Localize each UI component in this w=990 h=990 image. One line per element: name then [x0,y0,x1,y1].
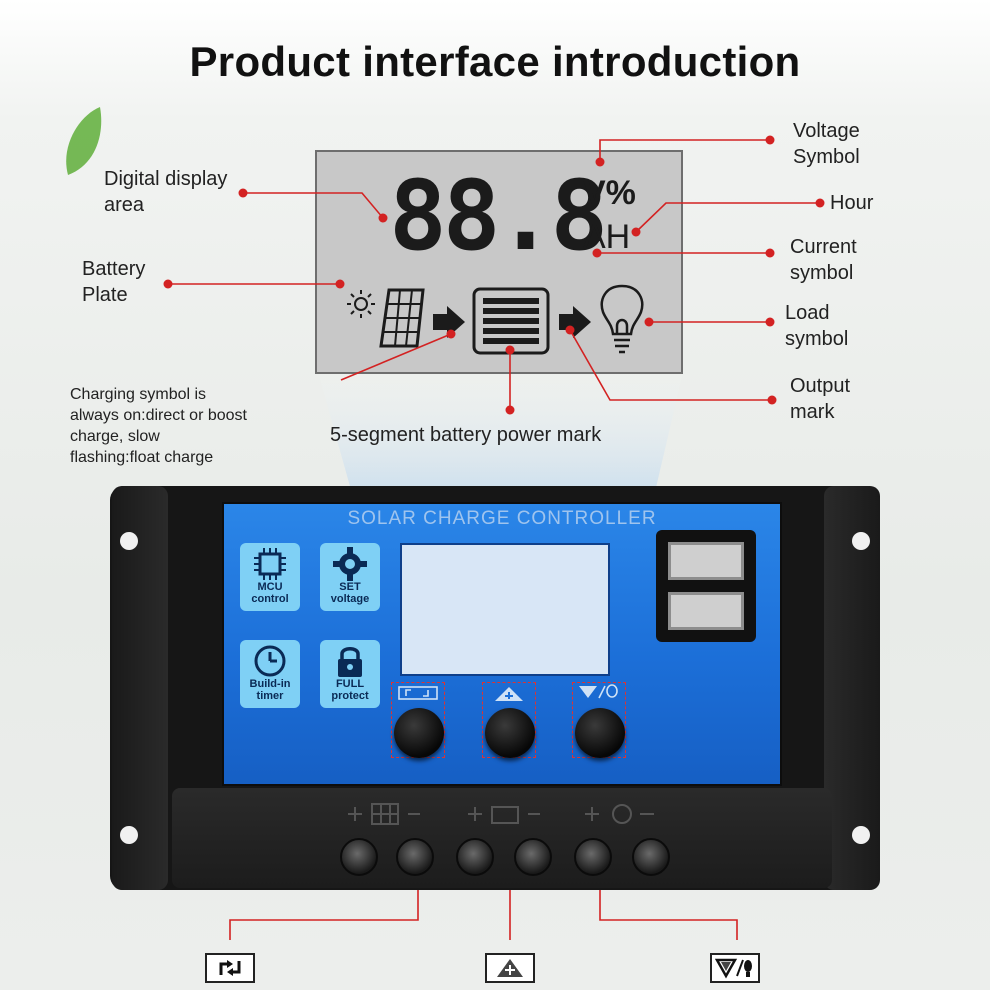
usb-port[interactable] [668,542,744,580]
amp-hour-symbol: AH [583,218,631,256]
mount-hole [120,826,138,844]
solar-panel-icon [347,288,425,348]
mount-hole [120,532,138,550]
device-name: SOLAR CHARGE CONTROLLER [347,508,657,529]
feature-build-in-timer: Build-in timer [240,640,300,708]
terminal-block [172,788,832,888]
voltage-percent-symbol: V% [583,174,636,212]
label-battery-power-mark: 5-segment battery power mark [330,424,602,446]
charge-arrow-icon [433,306,465,338]
terminal-screw[interactable] [574,838,612,876]
terminal-screw[interactable] [456,838,494,876]
leaf-decoration [66,107,102,175]
gear-icon [333,547,367,581]
terminal-screw[interactable] [514,838,552,876]
down-load-icon [579,684,618,699]
device-lcd-window [400,543,610,676]
feature-bottom-text: control [251,593,289,605]
terminal-screw[interactable] [632,838,670,876]
feature-set-voltage: SET voltage [320,543,380,611]
chip-icon [254,548,286,580]
up-legend-icon [485,953,535,983]
up-button[interactable] [485,708,535,758]
page-title: Product interface introduction [189,38,801,85]
feature-full-protect: FULL protect [320,640,380,708]
lock-icon [338,647,362,677]
terminal-screw[interactable] [340,838,378,876]
up-increase-icon [495,687,523,701]
down-load-button[interactable] [575,708,625,758]
terminal-markings [348,803,654,825]
feature-mcu-control: MCU control [240,543,300,611]
label-digital-display: Digital display area [104,168,228,216]
feature-bottom-text: timer [256,690,284,702]
terminal-screw[interactable] [396,838,434,876]
feature-bottom-text: voltage [330,593,370,605]
label-load-symbol: Load symbol [785,302,849,350]
bulb-icon [600,284,644,354]
menu-cycle-legend-icon [205,953,255,983]
usb-port[interactable] [668,592,744,630]
menu-cycle-icon [398,686,438,700]
label-charging-symbol: Charging symbol is always on:direct or b… [70,386,247,466]
feature-top-text: MCU [257,581,283,593]
right-mounting-ear [824,486,880,890]
menu-button[interactable] [394,708,444,758]
left-mounting-ear [112,486,168,890]
label-output-mark: Output mark [790,375,851,423]
lcd-display: 88.8 V% AH [315,150,683,374]
mount-hole [852,532,870,550]
label-current-symbol: Current symbol [790,236,857,284]
feature-bottom-text: protect [331,690,369,702]
label-hour: Hour [830,192,874,214]
feature-top-text: SET [339,581,361,593]
clock-icon [254,645,286,677]
label-battery-plate: Battery Plate [82,258,146,306]
feature-top-text: FULL [335,678,365,690]
lcd-digits: 88.8 [389,160,608,272]
mount-hole [852,826,870,844]
label-voltage-symbol: Voltage Symbol [793,120,860,168]
feature-top-text: Build-in [249,678,291,690]
down-load-legend-icon [710,953,760,983]
